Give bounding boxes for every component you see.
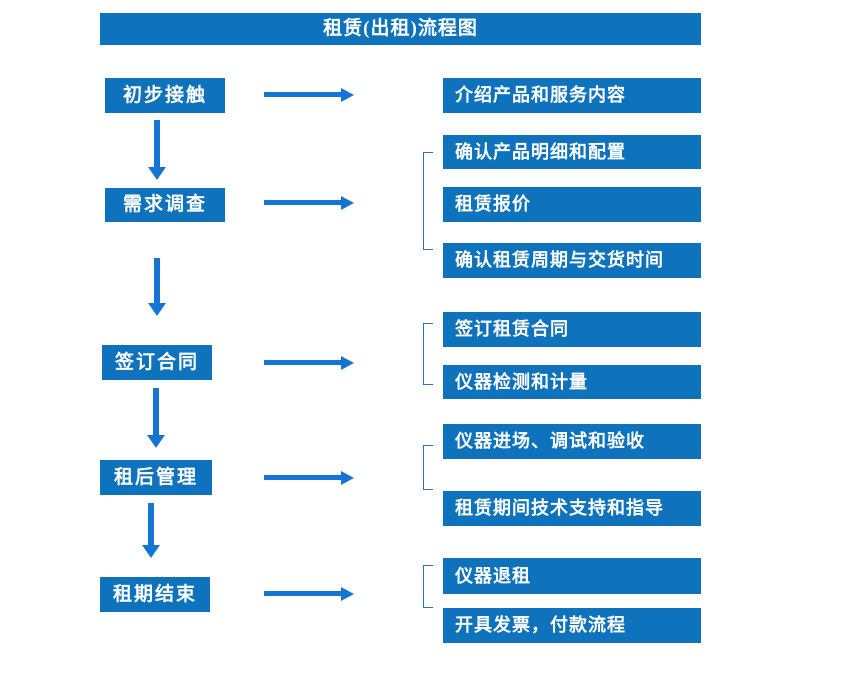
- right-arrow-3-head: [341, 356, 354, 370]
- right-arrow-3-shaft: [264, 360, 341, 365]
- detail-box-instrument-testing: 仪器检测和计量: [443, 365, 701, 399]
- flowchart-title: 租赁(出租)流程图: [100, 13, 701, 45]
- step-box-post-rental-management: 租后管理: [100, 460, 212, 495]
- right-arrow-4-head: [341, 471, 354, 485]
- right-arrow-1-shaft: [264, 92, 341, 97]
- detail-box-instrument-setup-acceptance: 仪器进场、调试和验收: [443, 424, 701, 459]
- detail-box-confirm-product-config: 确认产品明细和配置: [443, 135, 701, 169]
- detail-box-tech-support: 租赁期间技术支持和指导: [443, 491, 701, 526]
- right-arrow-2-shaft: [264, 200, 341, 205]
- down-arrow-1-shaft: [154, 120, 160, 167]
- detail-box-introduce-products: 介绍产品和服务内容: [443, 78, 701, 113]
- down-arrow-2-shaft: [154, 258, 160, 303]
- right-arrow-2-head: [341, 196, 354, 210]
- detail-box-sign-rental-contract: 签订租赁合同: [443, 312, 701, 347]
- step-box-demand-survey: 需求调查: [105, 188, 225, 222]
- step-box-rental-end: 租期结束: [100, 577, 210, 612]
- right-arrow-1-head: [341, 88, 354, 102]
- group-bracket-rental-end: [423, 565, 433, 608]
- step-box-sign-contract: 签订合同: [102, 345, 212, 380]
- detail-box-rental-quotation: 租赁报价: [443, 187, 701, 222]
- detail-box-invoice-payment: 开具发票，付款流程: [443, 608, 701, 643]
- step-box-initial-contact: 初步接触: [105, 78, 225, 113]
- right-arrow-4-shaft: [264, 475, 341, 480]
- down-arrow-3-shaft: [153, 388, 159, 435]
- down-arrow-4-shaft: [148, 503, 154, 545]
- group-bracket-sign-contract: [423, 323, 433, 385]
- right-arrow-5-shaft: [264, 591, 341, 596]
- down-arrow-3-head: [147, 435, 165, 448]
- detail-box-instrument-return: 仪器退租: [443, 558, 701, 594]
- detail-box-confirm-period-delivery: 确认租赁周期与交货时间: [443, 243, 701, 278]
- group-bracket-demand-survey: [423, 152, 433, 250]
- group-bracket-post-rental: [423, 445, 433, 490]
- down-arrow-4-head: [142, 545, 160, 558]
- down-arrow-1-head: [148, 167, 166, 180]
- right-arrow-5-head: [341, 587, 354, 601]
- down-arrow-2-head: [148, 303, 166, 316]
